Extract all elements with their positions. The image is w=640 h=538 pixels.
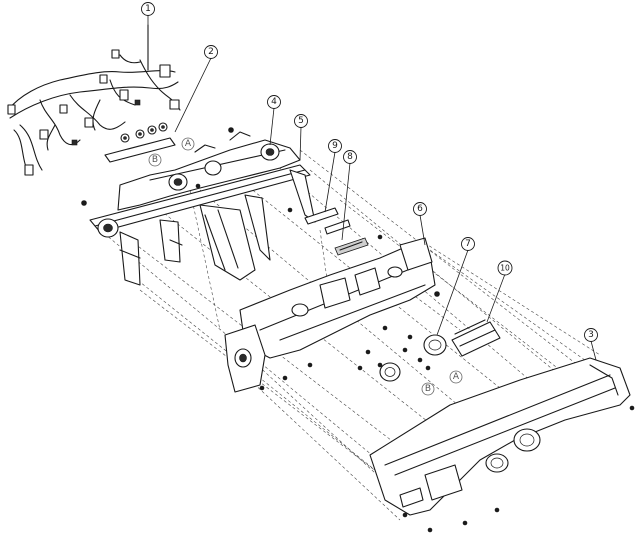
svg-text:4: 4 (271, 97, 277, 107)
svg-text:9: 9 (332, 141, 338, 151)
callout-6: 6 (413, 202, 427, 216)
svg-text:8: 8 (347, 152, 353, 162)
svg-text:3: 3 (588, 330, 594, 340)
center-air-vents (379, 334, 447, 382)
svg-text:1: 1 (145, 4, 151, 14)
small-brackets (304, 207, 369, 256)
reference-b-bottom: B (421, 382, 435, 396)
callout-1: 1 (141, 2, 155, 16)
upper-crossmember-duct (117, 131, 301, 211)
callout-7: 7 (461, 237, 475, 251)
leader-lines (147, 15, 597, 361)
callout-4: 4 (267, 95, 281, 109)
callout-3: 3 (584, 328, 598, 342)
svg-text:5: 5 (298, 116, 304, 126)
wiring-harness (7, 24, 181, 176)
callout-5: 5 (294, 114, 308, 128)
svg-text:6: 6 (417, 204, 423, 214)
left-side-bracket (224, 324, 266, 393)
connector-bracket (104, 122, 176, 163)
center-lower-frame (239, 237, 436, 359)
svg-text:10: 10 (500, 264, 510, 273)
reference-a-top: A (181, 137, 195, 151)
callout-9: 9 (328, 139, 342, 153)
svg-text:7: 7 (465, 239, 471, 249)
svg-text:B: B (152, 155, 158, 165)
reference-a-bottom: A (449, 370, 463, 384)
svg-text:2: 2 (208, 47, 214, 57)
dashboard-panel (369, 357, 631, 516)
svg-text:A: A (185, 139, 192, 149)
callout-8: 8 (343, 150, 357, 164)
fasteners (81, 127, 635, 533)
callout-10: 10 (497, 260, 513, 276)
module-unit (451, 319, 501, 357)
reference-b-top: B (148, 153, 162, 167)
steering-support-beam (89, 164, 316, 286)
svg-text:A: A (453, 372, 460, 382)
callout-2: 2 (204, 45, 218, 59)
svg-text:B: B (425, 384, 431, 394)
